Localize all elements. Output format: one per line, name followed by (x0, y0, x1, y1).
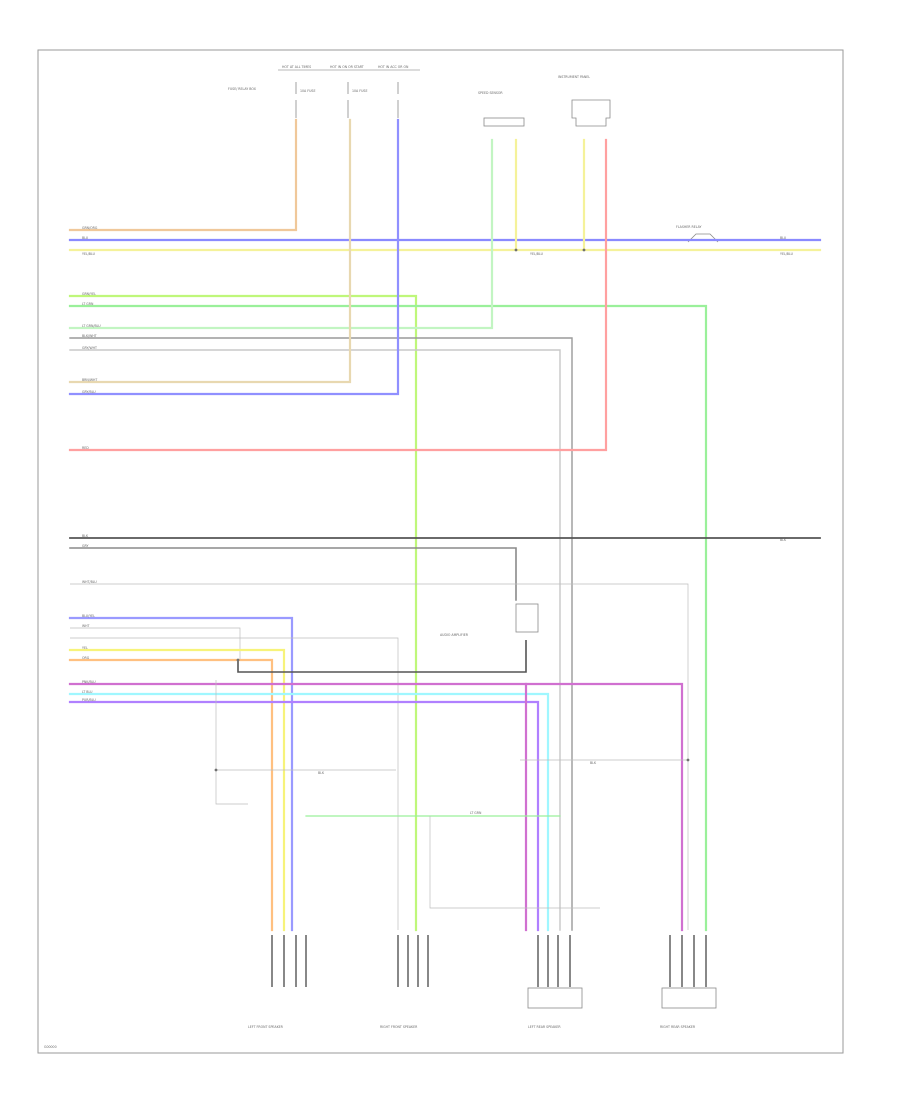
wire-red (68, 138, 608, 452)
lbl-wht-blu: WHT/BLU (82, 580, 97, 584)
wire-labels: GRN/ORG BLU YEL/BLU GRN/YEL LT GRN LT GR… (82, 226, 101, 702)
lbl-lt-grn-blu: LT GRN/BLU (82, 324, 101, 328)
lbl-mid-yel-blu: YEL/BLU (530, 252, 544, 256)
top-fuse-header: HOT AT ALL TIMES HOT IN ON OR START HOT … (278, 65, 420, 71)
footer-label: G00000 (44, 1045, 57, 1049)
lbl-pnk-blu: PNK/BLU (82, 680, 96, 684)
lbl-wht: WHT (82, 624, 90, 628)
wire-brn-wht (68, 118, 352, 384)
wire-frame-inner (429, 816, 600, 909)
wire-blk-wht (69, 337, 573, 931)
wire-gnd-1 (215, 680, 248, 805)
instrument-panel-label: INSTRUMENT PANEL (558, 75, 590, 79)
amplifier-label: AUDIO AMPLIFIER (440, 633, 469, 637)
wire-gry-blu (68, 118, 400, 396)
lbl-lt-grn: LT GRN (82, 302, 94, 306)
speaker-4-label: RIGHT REAR SPEAKER (660, 1025, 696, 1029)
speaker-4-box (661, 987, 717, 1009)
lbl-pur: PUR/BLU (82, 698, 96, 702)
amplifier-box (515, 603, 539, 633)
instrument-panel-box (571, 99, 611, 127)
lbl-blu-yel: BLU/YEL (82, 614, 95, 618)
speaker-1-label: LEFT FRONT SPEAKER (248, 1025, 284, 1029)
lbl-yel-blu: YEL/BLU (82, 252, 96, 256)
fuse-label-3: 10A FUSE (352, 89, 367, 93)
speed-sensor-label: SPEED SENSOR (478, 91, 503, 95)
wire-wht-blu-bus (70, 583, 689, 930)
diagram-frame (37, 49, 844, 1054)
speed-sensor-box (483, 117, 525, 127)
lbl-red: RED (82, 446, 89, 450)
wire-blk-sp (70, 637, 399, 930)
lbl-mid-blk-2: BLK (590, 761, 597, 765)
lbl-yel: YEL (82, 646, 88, 650)
lbl-mid-blk: BLK (318, 771, 325, 775)
lbl-brn-wht: BRN/WHT (82, 378, 97, 382)
fuse-label-2: 10A FUSE (300, 89, 315, 93)
lbl-mid-lt-grn: LT GRN (470, 811, 482, 815)
wire-yel (68, 648, 286, 932)
wire-lt-grn (68, 304, 708, 932)
speaker-2-label: RIGHT FRONT SPEAKER (380, 1025, 418, 1029)
lbl-org: ORG (82, 656, 90, 660)
lbl-gry-wht: GRY/WHT (82, 346, 97, 350)
fuse-box-label: FUSE/ RELAY BOX (228, 87, 257, 91)
wire-grn-yel (68, 294, 418, 932)
lbl-right-yel-blu: YEL/BLU (780, 252, 794, 256)
header-label-1: HOT AT ALL TIMES (282, 65, 311, 69)
wire-lt-grn-blu (68, 138, 494, 330)
lbl-blk: BLK (82, 534, 89, 538)
lbl-grn-yel: GRN/YEL (82, 292, 96, 296)
lbl-blu: BLU (82, 236, 89, 240)
wire-wht (70, 627, 241, 660)
relay-switch (687, 233, 719, 243)
lbl-right-blk: BLK (780, 538, 787, 542)
header-label-2: HOT IN ON OR START (330, 65, 364, 69)
speaker-3-label: LEFT REAR SPEAKER (528, 1025, 561, 1029)
splice-dots (214, 248, 690, 772)
speaker-connectors (271, 935, 707, 987)
lbl-grn-org: GRN/ORG (82, 226, 98, 230)
wire-gry-bus (69, 547, 517, 601)
wire-pur-1 (68, 700, 540, 932)
wire-grn-org (68, 118, 298, 232)
wire-org (68, 658, 274, 932)
speaker-3-box (527, 987, 583, 1009)
wire-pnk-blu (68, 682, 684, 932)
wire-gry-wht (69, 349, 561, 931)
header-label-3: HOT IN ACC OR ON (378, 65, 409, 69)
wire-blk-amp (237, 640, 527, 673)
lbl-gry-blu: GRY/BLU (82, 390, 96, 394)
lbl-blk-wht: BLK/WHT (82, 334, 97, 338)
wire-blu-yel (68, 616, 294, 932)
wire-lt-blu (68, 692, 550, 932)
fuse-symbols (295, 82, 399, 118)
lbl-gry: GRY (82, 544, 88, 548)
wire-group (68, 118, 822, 932)
relay-label: FLASHER RELAY (676, 225, 702, 229)
lbl-right-blu: BLU (780, 236, 787, 240)
lbl-lt-blu: LT BLU (82, 690, 93, 694)
